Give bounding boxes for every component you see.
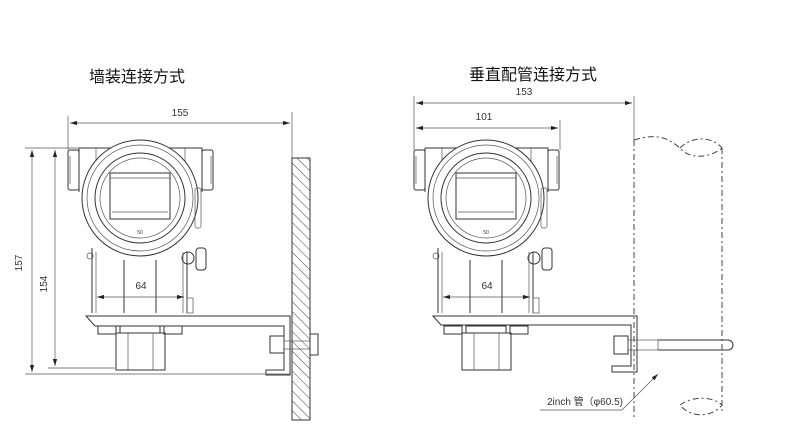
wall-mount-view: 155 157 154 64 50 bbox=[14, 108, 319, 421]
pipe-2inch bbox=[633, 136, 723, 420]
dim-label-64-right: 64 bbox=[481, 281, 493, 292]
dim-label-153: 153 bbox=[516, 87, 533, 98]
pipe-mount-title: 垂直配管连接方式 bbox=[469, 65, 598, 84]
dim-label-101: 101 bbox=[476, 112, 493, 123]
pipe-label: 2inch 管（φ60.5) bbox=[547, 395, 623, 408]
wall-bracket bbox=[84, 315, 291, 376]
dim-label-157: 157 bbox=[14, 254, 25, 271]
wall-bolt bbox=[269, 333, 319, 356]
wall-hatched bbox=[291, 157, 311, 421]
dim-label-155: 155 bbox=[172, 108, 189, 119]
dim-label-154: 154 bbox=[39, 275, 50, 292]
display-mark-left: 50 bbox=[137, 230, 143, 236]
pipe-leader-line bbox=[540, 373, 659, 411]
pipe-bracket bbox=[431, 315, 638, 373]
transmitter-body bbox=[413, 139, 560, 371]
wall-mount-title: 墙装连接方式 bbox=[89, 67, 186, 86]
transmitter-body bbox=[67, 139, 214, 371]
dim-label-64-left: 64 bbox=[135, 281, 147, 292]
pipe-mount-view: 153 101 64 50 2inch 管（φ60.5) bbox=[413, 87, 734, 420]
u-bolt bbox=[613, 335, 734, 355]
display-mark-right: 50 bbox=[483, 230, 489, 236]
